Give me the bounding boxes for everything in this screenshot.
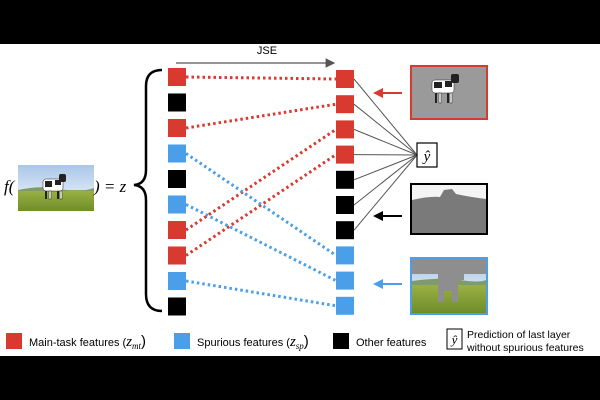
fan-line-6 bbox=[353, 154, 418, 231]
right-feature-other-5 bbox=[336, 196, 354, 214]
fan-line-1 bbox=[353, 103, 418, 156]
cow-gray-background-image bbox=[410, 65, 488, 120]
right-feature-column bbox=[336, 70, 354, 315]
arrow-to-gray-cow-silhouette-image bbox=[373, 211, 402, 221]
legend-y-hat-box bbox=[446, 328, 463, 350]
fan-line-4 bbox=[353, 154, 418, 181]
legend-other-label: Other features bbox=[356, 337, 427, 349]
left-feature-spurious-8 bbox=[168, 272, 186, 290]
arrow-to-cow-gray-background-image bbox=[373, 88, 402, 98]
f-label: f( bbox=[4, 177, 16, 196]
legend-main-task-swatch bbox=[6, 333, 22, 349]
right-feature-main-3 bbox=[336, 145, 354, 164]
equals-z-label: ) = z bbox=[93, 177, 127, 196]
cow-in-field-image bbox=[18, 165, 94, 211]
connection-main-3 bbox=[185, 153, 337, 257]
connection-main-2 bbox=[185, 128, 337, 232]
y-hat-symbol: ŷ bbox=[422, 149, 431, 165]
legend-other-swatch bbox=[333, 333, 349, 349]
output-fan-lines bbox=[353, 78, 418, 231]
left-feature-other-9 bbox=[168, 297, 186, 316]
legend-spurious-label: Spurious features (zsp) bbox=[197, 333, 309, 351]
legend-main-task-label: Main-task features (zmt) bbox=[29, 333, 146, 351]
y-hat-box: ŷ bbox=[416, 142, 438, 168]
legend-prediction-line1: Prediction of last layer bbox=[467, 329, 571, 341]
fan-line-0 bbox=[353, 78, 418, 156]
left-feature-main-7 bbox=[168, 246, 186, 265]
legend-prediction-line2: without spurious features bbox=[466, 342, 584, 354]
left-feature-main-6 bbox=[168, 221, 186, 239]
left-feature-main-2 bbox=[168, 119, 186, 137]
fan-line-2 bbox=[353, 128, 418, 156]
diagram-svg: JSE f( ) = z ŷ bbox=[4, 45, 584, 354]
fan-line-5 bbox=[353, 154, 418, 206]
left-feature-other-4 bbox=[168, 170, 186, 188]
legend-spurious-swatch bbox=[174, 333, 190, 349]
jse-label: JSE bbox=[257, 45, 277, 57]
connection-main-0 bbox=[185, 75, 337, 81]
connection-spurious-5 bbox=[185, 203, 337, 282]
left-brace bbox=[133, 68, 163, 313]
diagram-canvas: JSE f( ) = z ŷ bbox=[0, 44, 600, 356]
right-feature-main-2 bbox=[336, 120, 354, 139]
connection-main-1 bbox=[185, 102, 337, 130]
right-feature-main-1 bbox=[336, 95, 354, 114]
connection-spurious-6 bbox=[185, 279, 337, 308]
right-feature-other-6 bbox=[336, 221, 354, 240]
left-feature-spurious-5 bbox=[168, 195, 186, 214]
image-arrows bbox=[373, 88, 402, 289]
right-feature-main-0 bbox=[336, 70, 354, 88]
arrow-to-field-background-gray-cow-image bbox=[373, 279, 402, 289]
left-feature-other-1 bbox=[168, 93, 186, 112]
left-feature-spurious-3 bbox=[168, 144, 186, 163]
left-feature-column bbox=[168, 68, 186, 316]
right-feature-spurious-8 bbox=[336, 271, 354, 290]
legend-y-hat-symbol: ŷ bbox=[450, 332, 458, 347]
field-background-gray-cow-image bbox=[410, 257, 488, 315]
right-feature-spurious-9 bbox=[336, 296, 354, 315]
gray-cow-silhouette-image bbox=[410, 183, 488, 235]
feature-connections bbox=[185, 75, 337, 308]
legend: Main-task features (zmt) Spurious featur… bbox=[6, 328, 584, 354]
right-feature-other-4 bbox=[336, 170, 354, 189]
left-feature-main-0 bbox=[168, 68, 186, 86]
right-feature-spurious-7 bbox=[336, 246, 354, 265]
